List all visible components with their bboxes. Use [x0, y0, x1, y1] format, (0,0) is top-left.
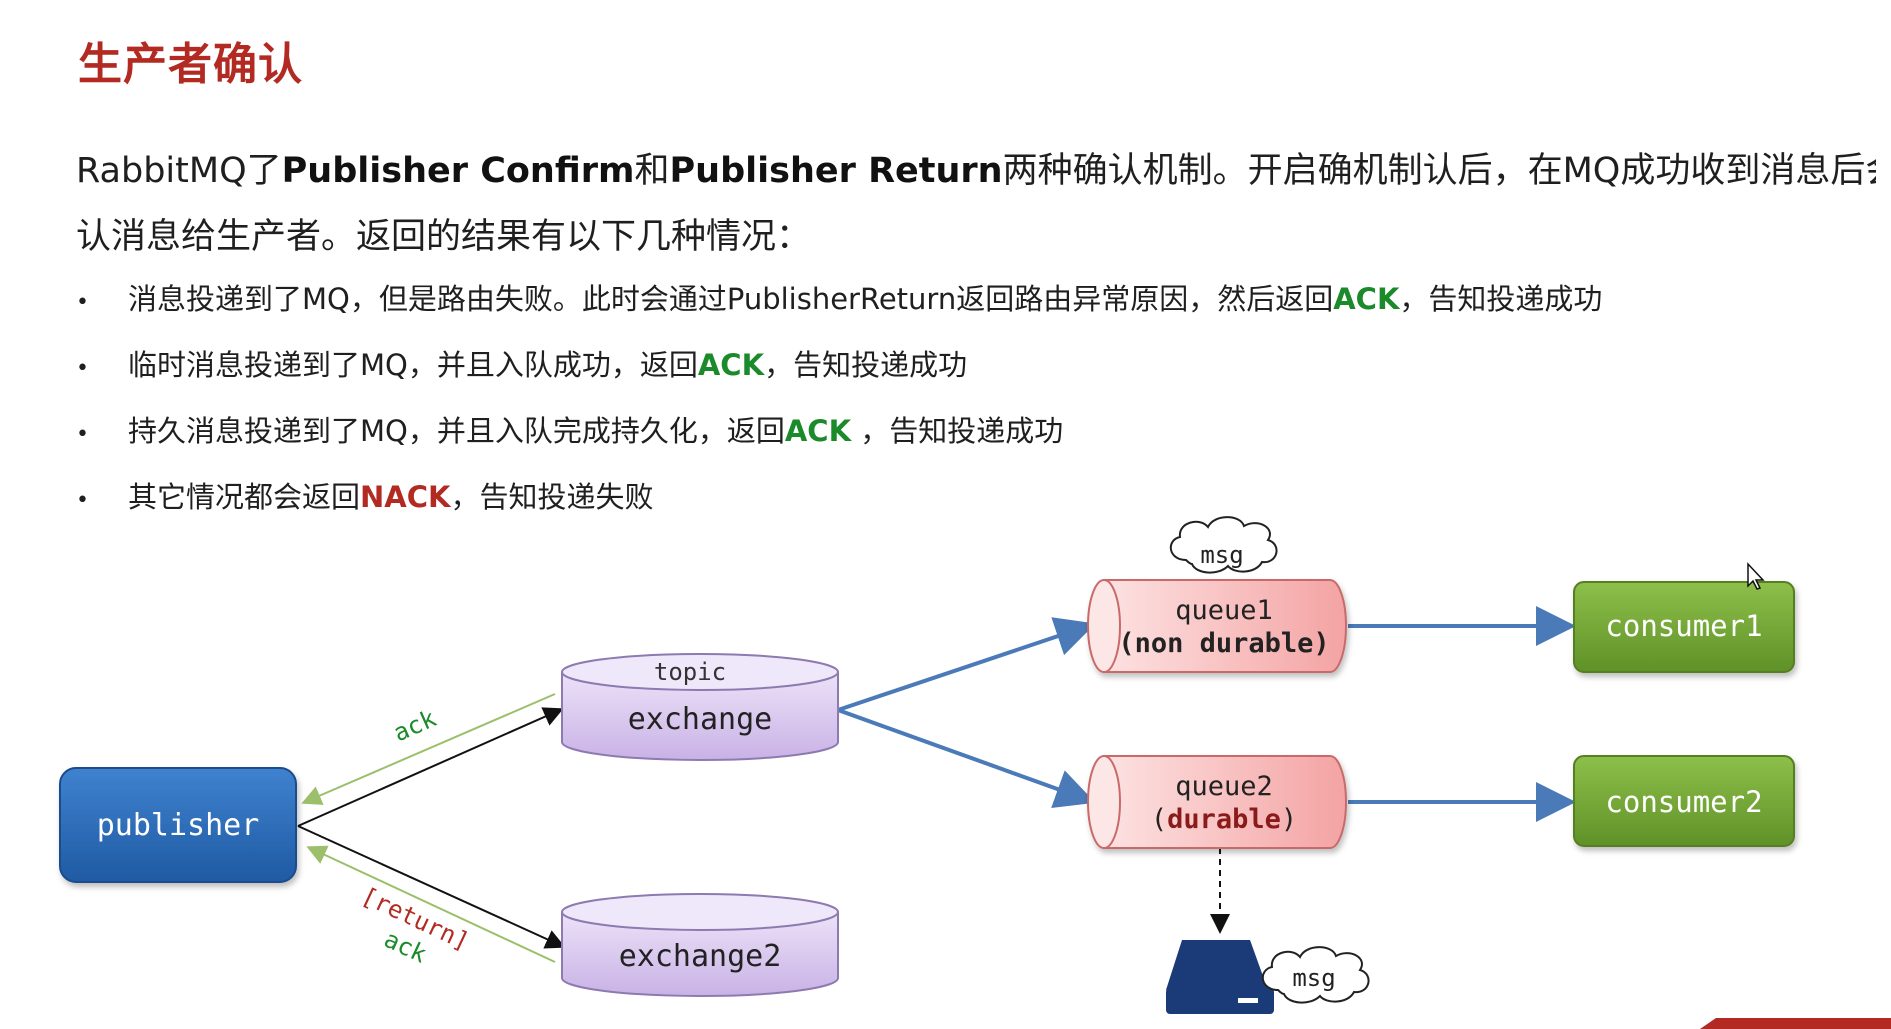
bullet-icon: •	[76, 290, 89, 315]
consumer2-label: consumer2	[1605, 785, 1762, 819]
mouse-cursor-icon	[1747, 562, 1765, 590]
bullet-text-end: ，告知投递成功	[1399, 282, 1603, 316]
publish-arrow-exchange2	[297, 825, 566, 949]
route-arrow-queue2	[837, 708, 1096, 808]
intro-text-3: 两种确认机制。开启确机制认后，在MQ成功收到消息后会返	[1002, 151, 1876, 191]
ack-keyword: ACK	[784, 414, 852, 448]
queue2-node	[1087, 755, 1347, 849]
exchange2-node	[561, 893, 839, 997]
connectors	[297, 606, 1576, 963]
consumer1-label: consumer1	[1605, 609, 1762, 643]
bullet-text-end: ，告知投递成功	[851, 414, 1064, 448]
queue2-paren-close: )	[1281, 804, 1297, 835]
corner-decoration	[1700, 1018, 1891, 1029]
nack-keyword: NACK	[360, 480, 451, 514]
queue2-durable-keyword: durable	[1167, 804, 1281, 835]
queue2-mode: (durable)	[1151, 804, 1297, 835]
publisher-label: publisher	[97, 808, 260, 843]
ack-label-top: ack	[389, 704, 440, 747]
exchange2-label: exchange2	[619, 939, 782, 974]
intro-text-2: 和	[634, 151, 670, 191]
queue1-mode: (non durable)	[1118, 628, 1329, 659]
ack-keyword: ACK	[1333, 282, 1400, 316]
message-cloud-label: msg	[1200, 541, 1243, 569]
queue1-name: queue1	[1175, 595, 1273, 626]
publish-arrow-exchange	[297, 707, 564, 827]
publisher-node	[59, 767, 297, 883]
bullet-text: 其它情况都会返回	[128, 480, 361, 514]
bullet-icon: •	[76, 488, 89, 513]
list-item: • 临时消息投递到了MQ，并且入队成功，返回ACK，告知投递成功	[76, 342, 1602, 408]
result-list: • 消息投递到了MQ，但是路由失败。此时会通过PublisherReturn返回路…	[76, 276, 1602, 540]
bullet-text-end: ，告知投递成功	[764, 348, 968, 382]
intro-text-1: RabbitMQ了	[76, 151, 282, 191]
intro-line-2: 认消息给生产者。返回的结果有以下几种情况：	[76, 217, 812, 257]
queue2-name: queue2	[1175, 771, 1273, 802]
bullet-icon: •	[76, 422, 89, 447]
bullet-text: 临时消息投递到了MQ，并且入队成功，返回	[128, 348, 698, 382]
exchange-label: exchange	[628, 702, 773, 737]
disk-storage-icon	[1166, 940, 1274, 1014]
bullet-text-end: ，告知投递失败	[450, 480, 654, 514]
page-title: 生产者确认	[78, 39, 303, 90]
message-cloud-icon	[1170, 516, 1278, 574]
bullet-icon: •	[76, 356, 89, 381]
intro-bold-confirm: Publisher Confirm	[281, 151, 635, 191]
consumer2-node	[1573, 755, 1795, 847]
ack-keyword: ACK	[697, 348, 765, 382]
persisted-message-cloud-icon	[1262, 946, 1370, 1004]
queue1-node	[1087, 579, 1347, 673]
persisted-message-label: msg	[1292, 964, 1335, 992]
consumer1-node	[1573, 581, 1795, 673]
list-item: • 消息投递到了MQ，但是路由失败。此时会通过PublisherReturn返回路…	[76, 276, 1602, 342]
intro-paragraph: RabbitMQ了Publisher Confirm和Publisher Ret…	[76, 138, 1876, 270]
exchange-node	[561, 653, 839, 761]
list-item: • 持久消息投递到了MQ，并且入队完成持久化，返回ACK ，告知投递成功	[76, 408, 1602, 474]
queue2-paren-open: (	[1151, 804, 1167, 835]
route-arrow-queue1	[837, 617, 1096, 712]
bullet-text: 消息投递到了MQ，但是路由失败。此时会通过PublisherReturn返回路由…	[128, 282, 1334, 316]
intro-bold-return: Publisher Return	[669, 151, 1003, 191]
list-item: • 其它情况都会返回NACK，告知投递失败	[76, 474, 1602, 540]
ack-arrow-exchange	[301, 693, 556, 805]
bullet-text: 持久消息投递到了MQ，并且入队完成持久化，返回	[128, 414, 785, 448]
exchange-type-label: topic	[654, 658, 726, 686]
return-ack-arrow	[306, 845, 556, 963]
